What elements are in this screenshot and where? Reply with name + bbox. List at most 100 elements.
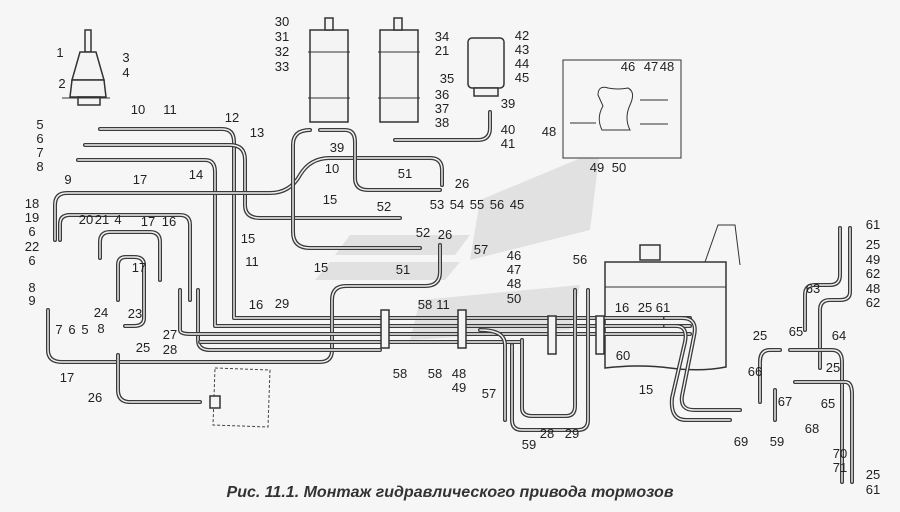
callout-label: 22 xyxy=(25,239,39,254)
callout-label: 31 xyxy=(275,29,289,44)
callout-label: 50 xyxy=(612,160,626,175)
callout-label: 15 xyxy=(639,382,653,397)
callout-label: 49 xyxy=(590,160,604,175)
pipes xyxy=(46,110,854,484)
callout-label: 53 xyxy=(430,197,444,212)
pipe xyxy=(511,289,589,431)
callout-label: 25 xyxy=(136,340,150,355)
callout-label: 27 xyxy=(163,327,177,342)
callout-label: 67 xyxy=(778,394,792,409)
pipe xyxy=(818,226,852,370)
callout-label: 8 xyxy=(28,280,35,295)
callout-label: 63 xyxy=(806,281,820,296)
callout-label: 66 xyxy=(748,364,762,379)
callout-label: 11 xyxy=(436,297,450,312)
callout-label: 40 xyxy=(501,122,515,137)
callout-label: 4 xyxy=(114,212,121,227)
callout-label: 25 xyxy=(866,237,880,252)
callout-label: 52 xyxy=(416,225,430,240)
pipe xyxy=(759,349,781,403)
callout-label: 19 xyxy=(25,210,39,225)
callout-label: 26 xyxy=(438,227,452,242)
callout-label: 26 xyxy=(455,176,469,191)
brake-lever xyxy=(62,29,110,106)
callout-label: 17 xyxy=(60,370,74,385)
callout-label: 8 xyxy=(97,321,104,336)
callout-label: 10 xyxy=(131,102,145,117)
callout-label: 43 xyxy=(515,42,529,57)
pipe xyxy=(794,381,853,483)
pipe xyxy=(54,157,443,241)
pipe-clamp xyxy=(595,315,605,355)
figure-caption: Рис. 11.1. Монтаж гидравлического привод… xyxy=(226,484,674,501)
callout-label: 9 xyxy=(64,172,71,187)
callout-label: 25 xyxy=(866,467,880,482)
cylinder-left xyxy=(308,17,350,123)
pipe xyxy=(789,349,843,483)
pipe xyxy=(664,325,731,421)
callout-label: 48 xyxy=(542,124,556,139)
callout-label: 10 xyxy=(325,161,339,176)
callout-label: 8 xyxy=(36,159,43,174)
callout-label: 6 xyxy=(28,224,35,239)
callout-label: 17 xyxy=(133,172,147,187)
callout-label: 62 xyxy=(866,295,880,310)
callout-label: 23 xyxy=(128,306,142,321)
callout-label: 25 xyxy=(826,360,840,375)
callout-label: 25 xyxy=(638,300,652,315)
callout-label: 21 xyxy=(95,212,109,227)
callout-label: 45 xyxy=(515,70,529,85)
callout-label: 61 xyxy=(866,482,880,497)
pipe xyxy=(99,128,691,319)
callout-label: 35 xyxy=(440,71,454,86)
callout-label: 45 xyxy=(510,197,524,212)
callout-label: 3 xyxy=(122,50,129,65)
callout-label: 65 xyxy=(821,396,835,411)
pipe-clamp xyxy=(457,309,467,349)
callout-label: 51 xyxy=(396,262,410,277)
components xyxy=(62,17,741,428)
callout-label: 26 xyxy=(88,390,102,405)
callout-label: 36 xyxy=(435,87,449,102)
callout-label: 13 xyxy=(250,125,264,140)
tank xyxy=(604,224,741,371)
callout-label: 16 xyxy=(162,214,176,229)
callout-label: 6 xyxy=(28,253,35,268)
pipe xyxy=(664,317,741,411)
pipe xyxy=(59,214,191,301)
callout-label: 14 xyxy=(189,167,203,182)
callout-label: 61 xyxy=(656,300,670,315)
callout-label: 69 xyxy=(734,434,748,449)
pipe xyxy=(84,144,401,219)
callout-label: 33 xyxy=(275,59,289,74)
pipe xyxy=(803,226,842,332)
callout-label: 50 xyxy=(507,291,521,306)
pipe xyxy=(292,129,421,249)
callout-label: 9 xyxy=(28,293,35,308)
callout-label: 48 xyxy=(452,366,466,381)
pipe xyxy=(117,256,145,327)
callout-label: 15 xyxy=(314,260,328,275)
pipe-clamp xyxy=(547,315,557,355)
callout-label: 25 xyxy=(753,328,767,343)
callout-label: 47 xyxy=(644,59,658,74)
callout-label: 47 xyxy=(507,262,521,277)
pipe xyxy=(117,354,201,403)
pipe xyxy=(197,289,381,351)
callout-label: 60 xyxy=(616,348,630,363)
callout-label: 70 xyxy=(833,446,847,461)
callout-label: 7 xyxy=(36,145,43,160)
callout-label: 71 xyxy=(833,460,847,475)
callout-label: 6 xyxy=(68,322,75,337)
callout-label: 65 xyxy=(789,324,803,339)
callout-label: 59 xyxy=(770,434,784,449)
callout-label: 58 xyxy=(428,366,442,381)
callout-label: 51 xyxy=(398,166,412,181)
callout-label: 56 xyxy=(573,252,587,267)
detail-inset xyxy=(562,59,682,159)
callout-label: 58 xyxy=(418,297,432,312)
callout-label: 11 xyxy=(163,102,177,117)
callout-label: 39 xyxy=(330,140,344,155)
callout-label: 21 xyxy=(435,43,449,58)
